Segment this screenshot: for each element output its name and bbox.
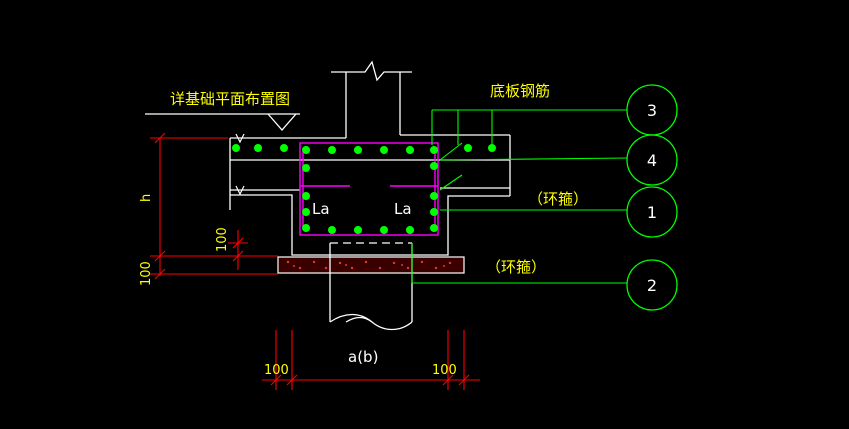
level-marker bbox=[145, 113, 300, 131]
la-left-label: La bbox=[312, 200, 330, 218]
callout-number-1: 1 bbox=[647, 203, 657, 222]
callout-circles bbox=[626, 84, 678, 311]
column-outline bbox=[331, 60, 412, 138]
hoop-label-2: （环箍） bbox=[486, 258, 546, 276]
la-right-label: La bbox=[394, 200, 412, 218]
callout-number-2: 2 bbox=[647, 276, 657, 295]
dim-100-left: 100 bbox=[264, 363, 289, 378]
callout-number-4: 4 bbox=[647, 151, 657, 170]
callout-circle-1 bbox=[626, 186, 678, 238]
bottom-rebar-label: 底板钢筋 bbox=[490, 82, 550, 100]
height-dimension-label: h bbox=[139, 194, 154, 202]
width-dimension-label: a(b) bbox=[348, 348, 378, 366]
callout-circle-2 bbox=[626, 259, 678, 311]
slab-outline bbox=[229, 134, 511, 256]
pile-outline bbox=[329, 243, 413, 331]
callout-number-3: 3 bbox=[647, 101, 657, 120]
break-marks bbox=[235, 133, 245, 196]
dim-100-right: 100 bbox=[432, 363, 457, 378]
leader-lines bbox=[411, 109, 628, 284]
rebar-dots bbox=[232, 144, 496, 234]
hoop-label-1: （环箍） bbox=[528, 190, 588, 208]
callout-circle-4 bbox=[626, 134, 678, 186]
dim-100-vertical-b: 100 bbox=[139, 261, 154, 286]
stirrup-cage bbox=[299, 142, 439, 236]
blinding-layer bbox=[277, 256, 465, 274]
plan-reference-label: 详基础平面布置图 bbox=[170, 90, 290, 108]
dimension-lines bbox=[150, 132, 480, 390]
dim-100-vertical-a: 100 bbox=[215, 227, 230, 252]
